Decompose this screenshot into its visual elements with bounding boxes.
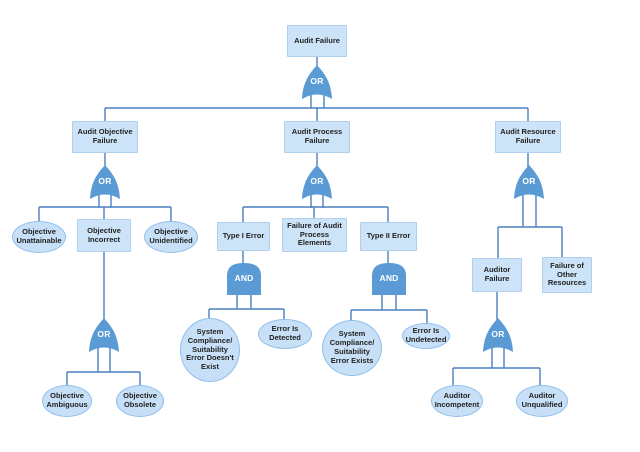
node-audit-objective-failure: Audit Objective Failure <box>72 121 138 153</box>
and-gate-icon <box>227 263 261 295</box>
gate-label: OR <box>310 76 324 86</box>
or-gate-icon <box>89 318 119 352</box>
node-sys-error-exists: System Compliance/ Suitability Error Exi… <box>322 320 382 376</box>
gate-label: OR <box>491 329 505 339</box>
node-auditor-incompetent: Auditor Incompetent <box>431 385 483 417</box>
node-audit-process-failure: Audit Process Failure <box>284 121 350 153</box>
node-auditor-failure: Auditor Failure <box>472 258 522 292</box>
node-objective-unattainable: Objective Unattainable <box>12 221 66 253</box>
node-type1-error: Type I Error <box>217 222 270 251</box>
node-sys-error-doesnt-exist: System Compliance/ Suitability Error Doe… <box>180 318 240 382</box>
gate-label: OR <box>310 176 324 186</box>
gate-label: OR <box>98 176 112 186</box>
node-failure-other-resources: Failure of Other Resources <box>542 257 592 293</box>
gate-objective-or: OR <box>89 164 121 200</box>
gate-type1-and: AND <box>226 262 262 296</box>
node-objective-incorrect: Objective Incorrect <box>77 219 131 252</box>
node-error-is-detected: Error Is Detected <box>258 319 312 349</box>
and-gate-icon <box>372 263 406 295</box>
node-type2-error: Type II Error <box>360 222 417 251</box>
gate-label: AND <box>379 273 399 283</box>
gate-root-or: OR <box>301 64 333 100</box>
gate-label: OR <box>97 329 111 339</box>
or-gate-icon <box>483 318 513 352</box>
gate-process-or: OR <box>301 164 333 200</box>
node-failure-audit-process-elements: Failure of Audit Process Elements <box>282 218 347 252</box>
or-gate-icon <box>302 65 332 99</box>
node-objective-unidentified: Objective Unidentified <box>144 221 198 253</box>
gate-label: OR <box>522 176 536 186</box>
gate-incorrect-or: OR <box>88 317 120 353</box>
node-objective-ambiguous: Objective Ambiguous <box>42 385 92 417</box>
node-auditor-unqualified: Auditor Unqualified <box>516 385 568 417</box>
node-audit-failure: Audit Failure <box>287 25 347 57</box>
gate-type2-and: AND <box>371 262 407 296</box>
or-gate-icon <box>514 165 544 199</box>
node-objective-obsolete: Objective Obsolete <box>116 385 164 417</box>
gate-label: AND <box>234 273 254 283</box>
node-audit-resource-failure: Audit Resource Failure <box>495 121 561 153</box>
node-error-is-undetected: Error Is Undetected <box>402 323 450 349</box>
gate-auditor-or: OR <box>482 317 514 353</box>
gate-resource-or: OR <box>513 164 545 200</box>
or-gate-icon <box>90 165 120 199</box>
or-gate-icon <box>302 165 332 199</box>
